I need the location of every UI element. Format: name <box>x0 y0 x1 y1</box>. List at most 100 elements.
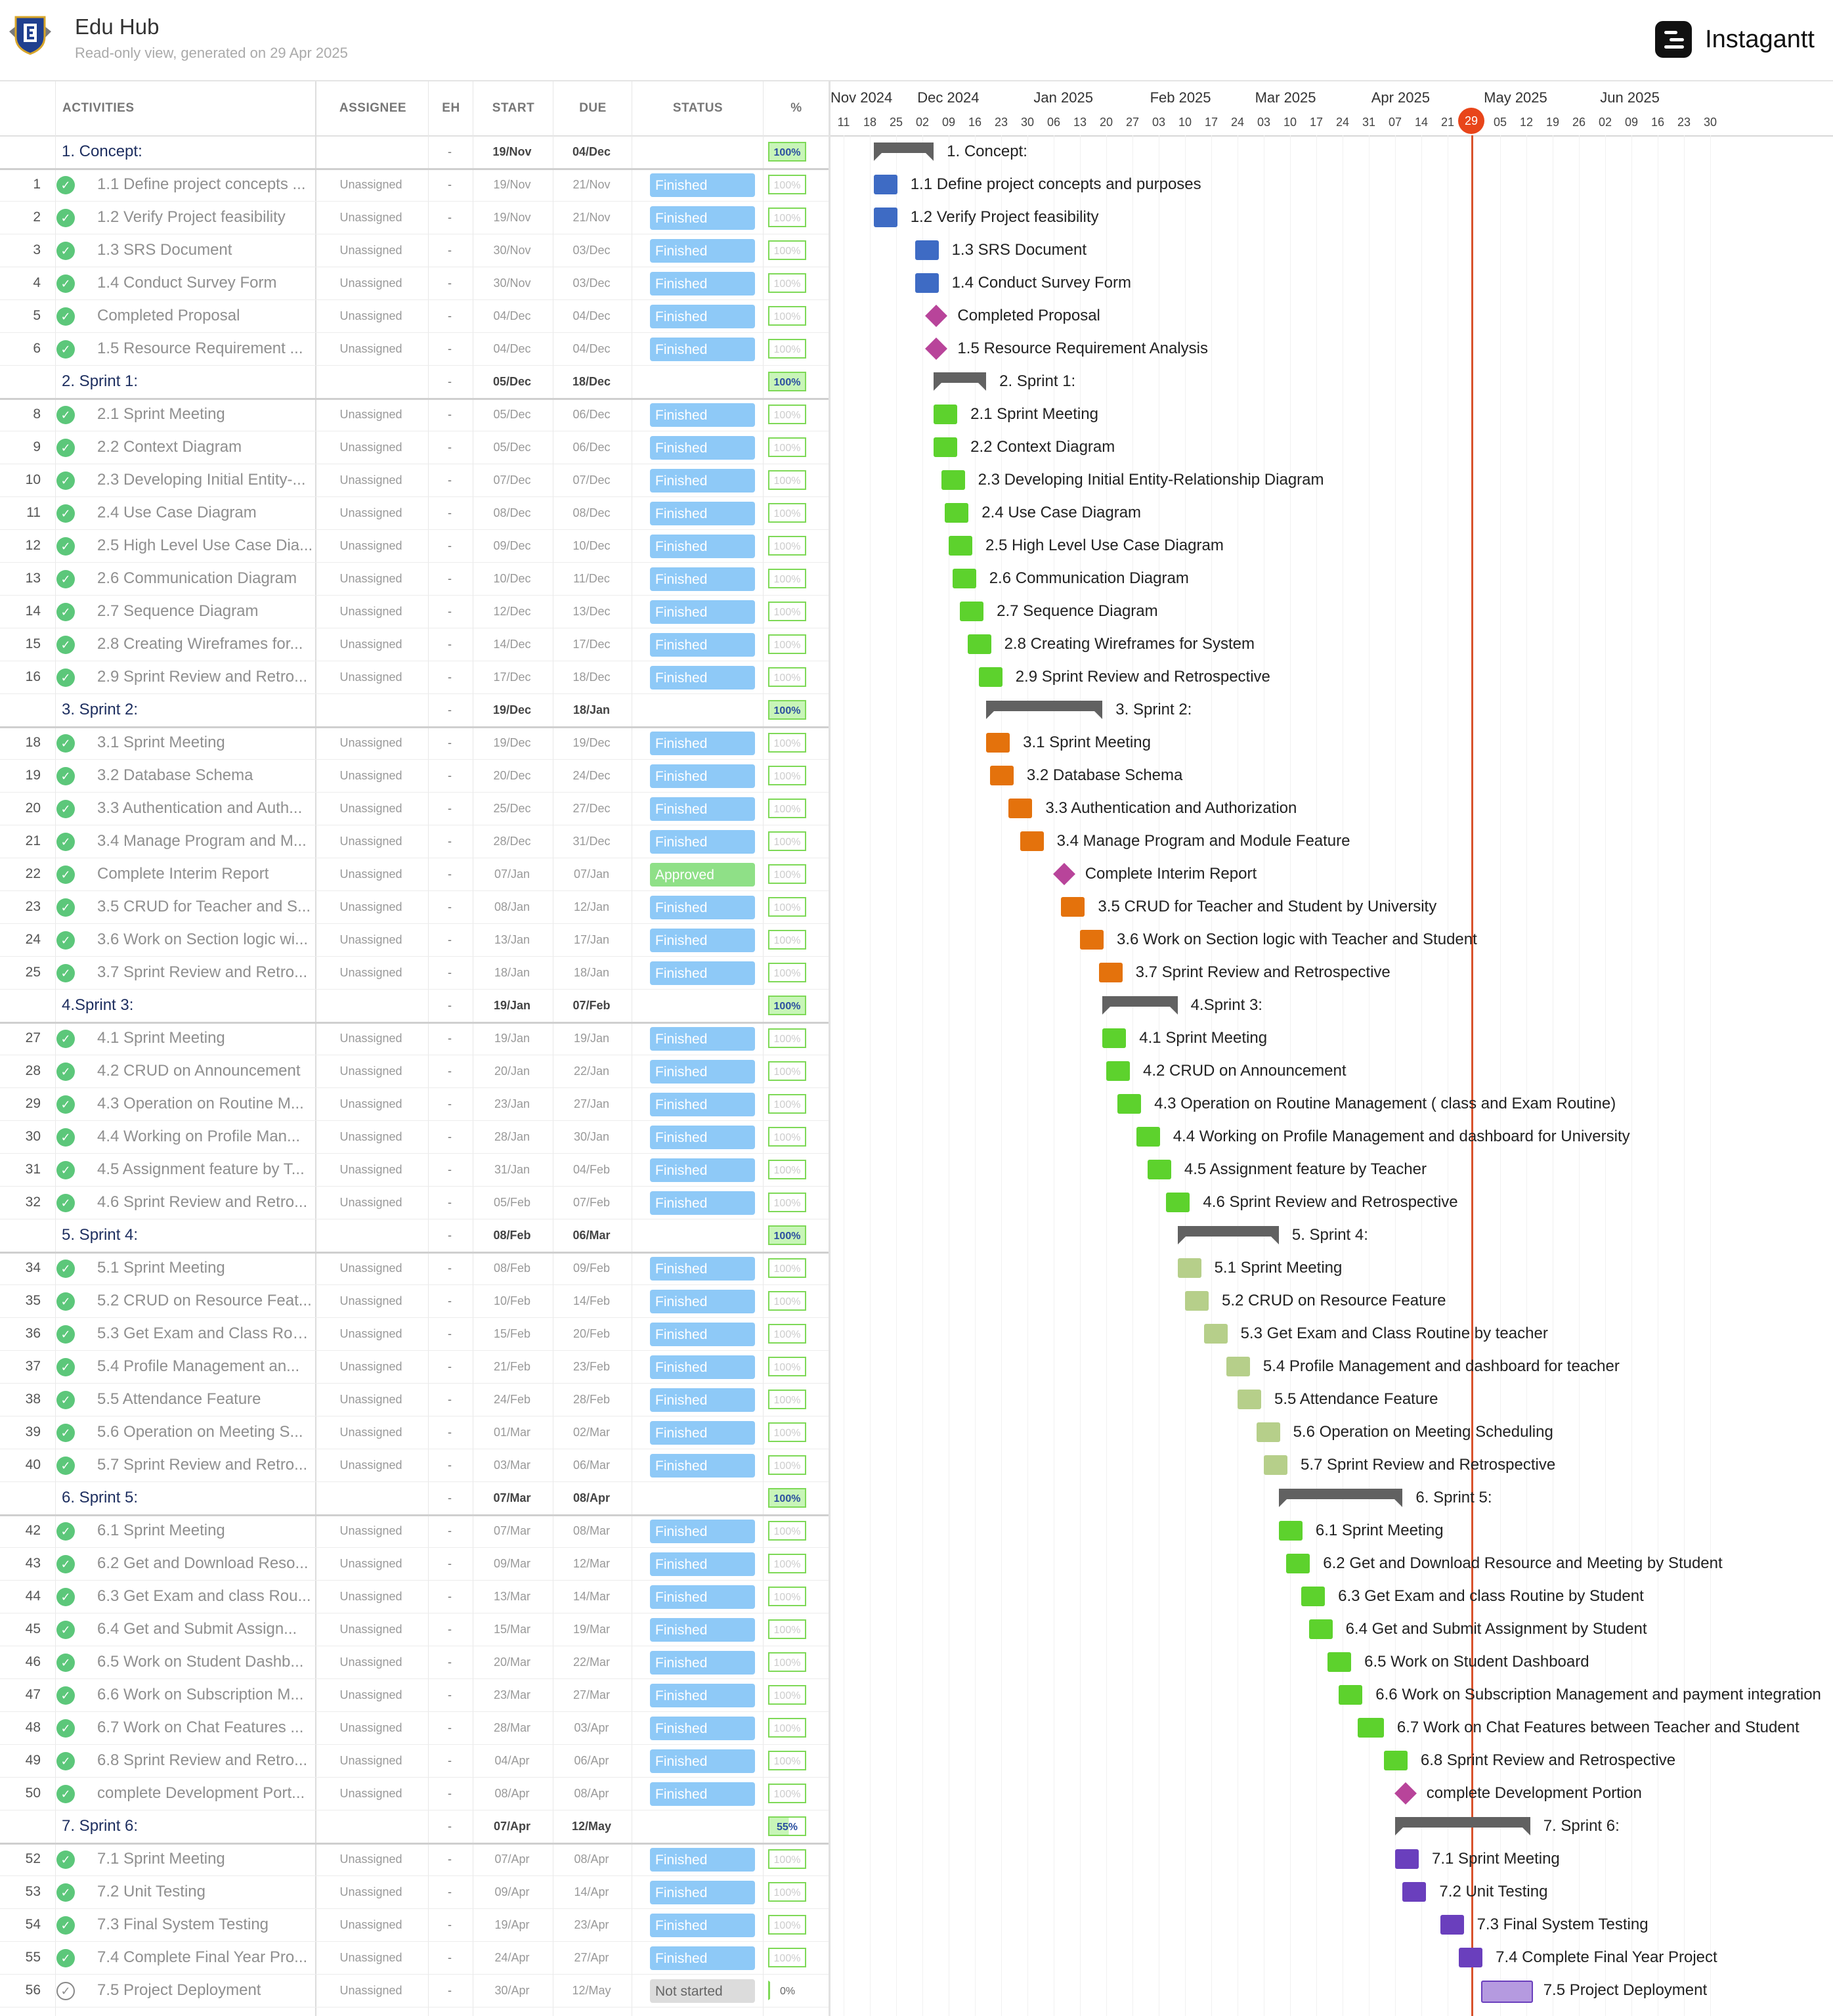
task-name[interactable]: 6.6 Work on Subscription M... <box>97 1686 304 1703</box>
task-bar[interactable] <box>915 273 939 293</box>
start-date[interactable]: 10/Dec <box>493 572 531 585</box>
due-date[interactable]: 14/Apr <box>574 1885 609 1898</box>
due-date[interactable]: 06/Apr <box>574 1754 609 1767</box>
start-date[interactable]: 05/Feb <box>493 1196 531 1209</box>
task-row[interactable]: 40✓5.7 Sprint Review and Retro...Unassig… <box>0 1449 829 1482</box>
status-badge[interactable]: Finished <box>650 1782 755 1806</box>
task-bar[interactable] <box>1020 831 1044 851</box>
start-date[interactable]: 07/Jan <box>494 867 530 881</box>
start-date[interactable]: 04/Apr <box>494 1754 530 1767</box>
assignee[interactable]: Unassigned <box>339 1032 402 1045</box>
assignee[interactable]: Unassigned <box>339 933 402 946</box>
task-name[interactable]: 2.2 Context Diagram <box>97 438 242 456</box>
column-header-eh[interactable]: EH <box>428 81 473 135</box>
status-badge[interactable]: Not started <box>650 1979 755 2003</box>
status-badge[interactable]: Finished <box>650 469 755 493</box>
assignee[interactable]: Unassigned <box>339 276 402 290</box>
complete-checkbox-icon[interactable]: ✓ <box>56 1982 75 2000</box>
assignee[interactable]: Unassigned <box>339 441 402 454</box>
group-name[interactable]: 3. Sprint 2: <box>62 701 139 718</box>
task-bar[interactable] <box>1102 1028 1127 1048</box>
complete-checkbox-icon[interactable]: ✓ <box>56 668 75 687</box>
task-name[interactable]: 3.4 Manage Program and M... <box>97 832 307 850</box>
task-bar[interactable] <box>915 240 939 260</box>
complete-checkbox-icon[interactable]: ✓ <box>56 767 75 785</box>
complete-checkbox-icon[interactable]: ✓ <box>56 1391 75 1409</box>
status-badge[interactable]: Finished <box>650 666 755 690</box>
start-date[interactable]: 05/Dec <box>493 408 531 421</box>
due-date[interactable]: 22/Mar <box>572 1655 611 1669</box>
assignee[interactable]: Unassigned <box>339 966 402 979</box>
assignee[interactable]: Unassigned <box>339 1885 402 1898</box>
start-date[interactable]: 09/Apr <box>494 1885 530 1898</box>
due-date[interactable]: 23/Apr <box>574 1918 609 1931</box>
due-date[interactable]: 10/Dec <box>572 539 611 552</box>
due-date[interactable]: 06/Mar <box>572 1458 611 1472</box>
task-row[interactable]: 35✓5.2 CRUD on Resource Feat...Unassigne… <box>0 1284 829 1318</box>
task-name[interactable]: 5.1 Sprint Meeting <box>97 1259 225 1277</box>
task-name[interactable]: Completed Proposal <box>97 307 240 324</box>
task-bar[interactable] <box>873 175 897 194</box>
group-name[interactable]: 6. Sprint 5: <box>62 1489 139 1506</box>
complete-checkbox-icon[interactable]: ✓ <box>56 734 75 753</box>
task-name[interactable]: Complete Interim Report <box>97 865 269 883</box>
task-bar[interactable] <box>1286 1554 1310 1573</box>
task-bar[interactable] <box>1147 1160 1171 1179</box>
status-badge[interactable]: Finished <box>650 173 755 197</box>
task-bar[interactable] <box>1264 1455 1287 1475</box>
task-bar[interactable] <box>967 634 991 654</box>
status-badge[interactable]: Finished <box>650 830 755 854</box>
assignee[interactable]: Unassigned <box>339 1097 402 1110</box>
assignee[interactable]: Unassigned <box>339 900 402 913</box>
task-row[interactable]: 31✓4.5 Assignment feature by T...Unassig… <box>0 1153 829 1187</box>
status-badge[interactable]: Finished <box>650 1914 755 1937</box>
status-badge[interactable]: Finished <box>650 338 755 361</box>
task-bar[interactable] <box>934 437 958 457</box>
due-date[interactable]: 30/Jan <box>573 1130 610 1143</box>
complete-checkbox-icon[interactable]: ✓ <box>56 1949 75 1967</box>
assignee[interactable]: Unassigned <box>339 1064 402 1078</box>
task-name[interactable]: 5.4 Profile Management an... <box>97 1357 300 1375</box>
assignee[interactable]: Unassigned <box>339 309 402 322</box>
task-bar[interactable] <box>1185 1291 1209 1311</box>
task-name[interactable]: 3.5 CRUD for Teacher and S... <box>97 898 311 915</box>
group-name[interactable]: 7. Sprint 6: <box>62 1817 139 1835</box>
task-row[interactable]: 44✓6.3 Get Exam and class Rou...Unassign… <box>0 1580 829 1613</box>
complete-checkbox-icon[interactable]: ✓ <box>56 537 75 556</box>
assignee[interactable]: Unassigned <box>339 670 402 684</box>
task-name[interactable]: 7.5 Project Deployment <box>97 1981 261 1999</box>
task-name[interactable]: 4.6 Sprint Review and Retro... <box>97 1193 308 1211</box>
start-date[interactable]: 19/Apr <box>494 1918 530 1931</box>
due-date[interactable]: 04/Dec <box>572 309 611 322</box>
task-bar[interactable] <box>1256 1422 1280 1442</box>
task-bar[interactable] <box>1308 1619 1333 1639</box>
complete-checkbox-icon[interactable]: ✓ <box>56 176 75 194</box>
status-badge[interactable]: Finished <box>650 764 755 788</box>
start-date[interactable]: 01/Mar <box>493 1426 531 1439</box>
status-badge[interactable]: Finished <box>650 535 755 558</box>
assignee[interactable]: Unassigned <box>339 802 402 815</box>
due-date[interactable]: 06/Dec <box>572 441 611 454</box>
task-bar[interactable] <box>1061 897 1085 917</box>
summary-bar[interactable] <box>1102 996 1178 1015</box>
due-date[interactable]: 21/Nov <box>572 211 611 224</box>
assignee[interactable]: Unassigned <box>339 408 402 421</box>
task-row[interactable]: 15✓2.8 Creating Wireframes for...Unassig… <box>0 628 829 661</box>
due-date[interactable]: 12/May <box>572 1984 611 1997</box>
task-name[interactable]: 5.6 Operation on Meeting S... <box>97 1423 303 1441</box>
task-bar[interactable] <box>1106 1061 1130 1081</box>
task-bar[interactable] <box>1098 963 1123 982</box>
start-date[interactable]: 28/Jan <box>494 1130 530 1143</box>
task-bar[interactable] <box>941 470 965 490</box>
due-date[interactable]: 14/Feb <box>572 1294 611 1307</box>
due-date[interactable]: 28/Feb <box>572 1393 611 1406</box>
complete-checkbox-icon[interactable]: ✓ <box>56 1128 75 1147</box>
status-badge[interactable]: Finished <box>650 1323 755 1346</box>
task-name[interactable]: 6.2 Get and Download Reso... <box>97 1554 309 1572</box>
status-badge[interactable]: Finished <box>650 732 755 755</box>
assignee[interactable]: Unassigned <box>339 1524 402 1537</box>
status-badge[interactable]: Finished <box>650 961 755 985</box>
complete-checkbox-icon[interactable]: ✓ <box>56 1161 75 1179</box>
